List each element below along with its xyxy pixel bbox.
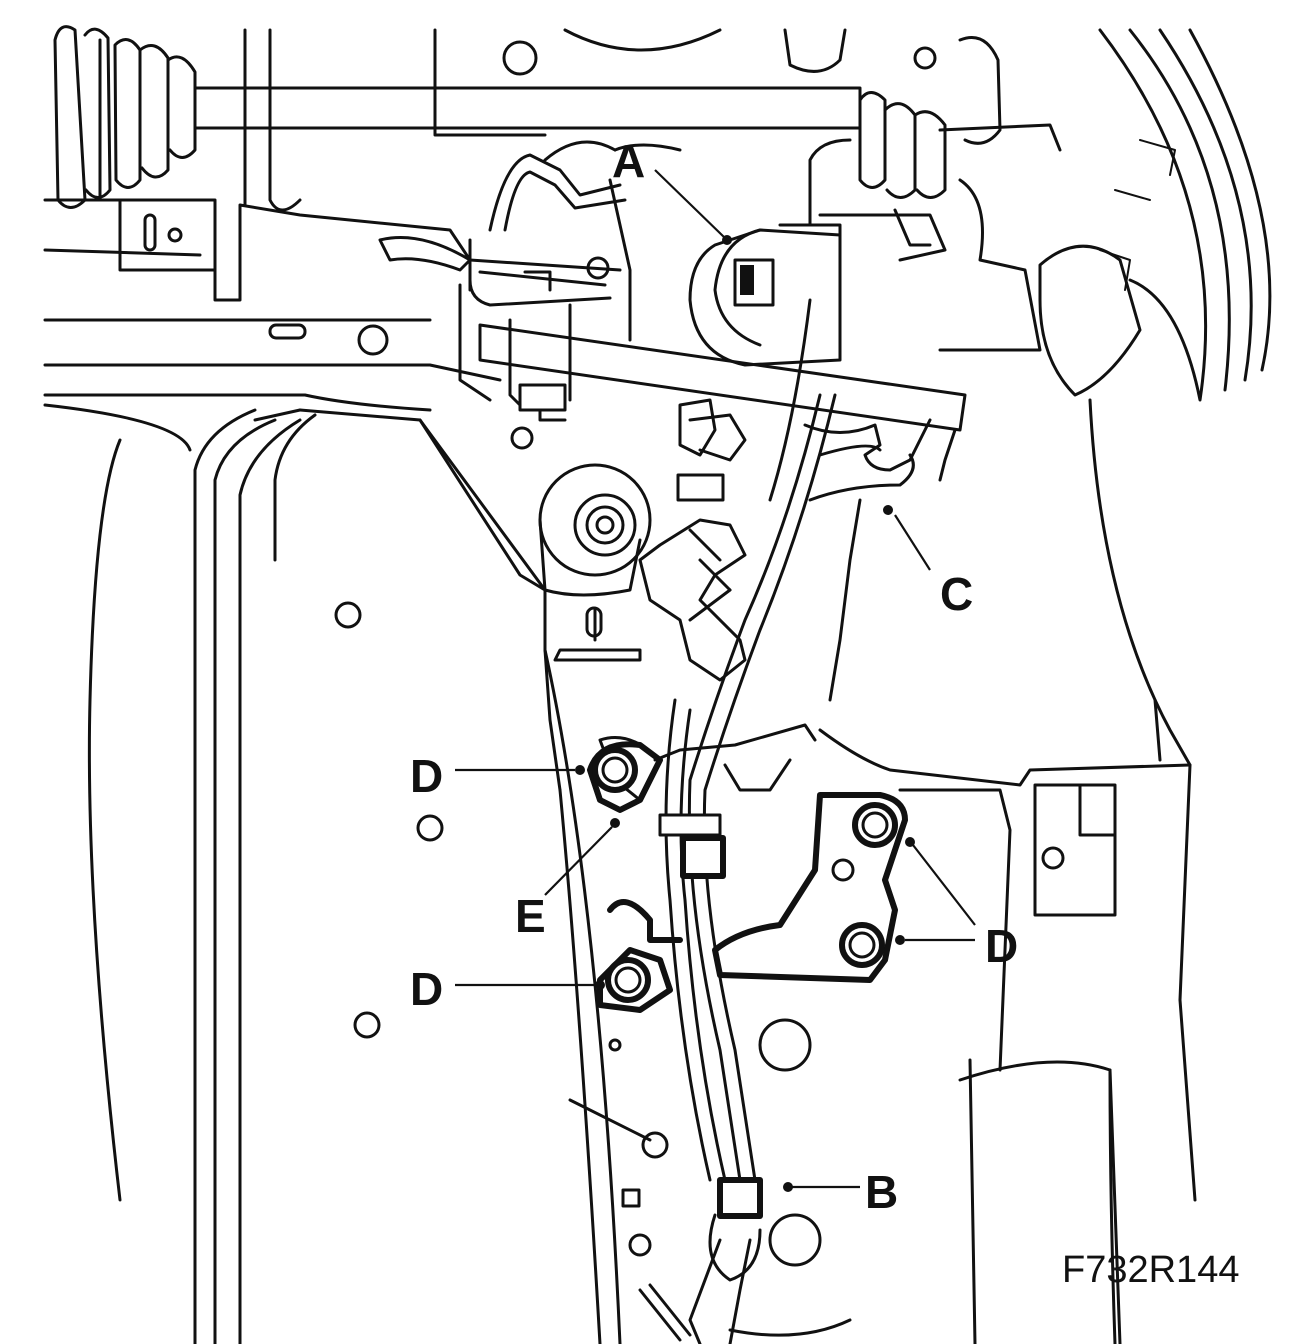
callout-leaders bbox=[455, 169, 976, 1192]
figure-code: F732R144 bbox=[1062, 1249, 1239, 1291]
control-arm bbox=[478, 178, 967, 450]
engine-area-outlines bbox=[243, 28, 1062, 352]
center-plate bbox=[543, 648, 692, 1344]
callout-b: B bbox=[865, 1166, 898, 1218]
drive-shaft-assembly bbox=[53, 25, 1272, 402]
bolts-d bbox=[592, 747, 898, 1003]
right-body-panel bbox=[818, 398, 1197, 1344]
callout-d-left-top: D bbox=[410, 750, 443, 802]
connector-a bbox=[688, 138, 852, 367]
callout-e: E bbox=[515, 890, 546, 942]
callout-a: A bbox=[612, 135, 645, 187]
bracket-c bbox=[803, 418, 957, 702]
callout-c: C bbox=[940, 568, 973, 620]
subframe-crossmember bbox=[43, 140, 682, 412]
callout-labels: A C D E D D B bbox=[410, 135, 1018, 1218]
callout-d-right: D bbox=[985, 920, 1018, 972]
left-body-panel bbox=[43, 403, 444, 1344]
lower-arm-area bbox=[253, 398, 747, 792]
brake-hose bbox=[658, 298, 852, 1344]
callout-d-left-bottom: D bbox=[410, 963, 443, 1015]
